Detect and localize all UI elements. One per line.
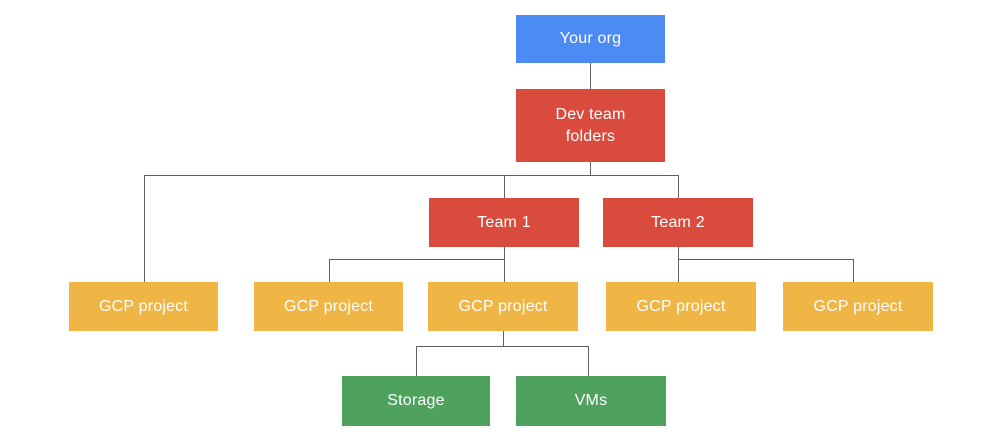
node-gcp-project-3: GCP project xyxy=(428,282,578,331)
node-storage: Storage xyxy=(342,376,490,426)
node-gcp-project-2: GCP project xyxy=(254,282,403,331)
node-dev-team-folders: Dev team folders xyxy=(516,89,665,162)
node-your-org: Your org xyxy=(516,15,665,63)
node-gcp-project-1: GCP project xyxy=(69,282,218,331)
node-label: GCP project xyxy=(458,297,548,315)
node-label: GCP project xyxy=(813,297,903,315)
node-gcp-project-4: GCP project xyxy=(606,282,756,331)
node-label: Team 1 xyxy=(477,213,531,231)
node-label: GCP project xyxy=(98,297,189,315)
node-label: GCP project xyxy=(636,297,726,315)
node-vms: VMs xyxy=(516,376,666,426)
node-label: Your org xyxy=(559,30,622,47)
node-label: Dev team folders xyxy=(555,105,626,145)
node-label: Storage xyxy=(387,392,445,409)
node-label: Team 2 xyxy=(651,213,705,231)
node-gcp-project-5: GCP project xyxy=(783,282,933,331)
node-team-1: Team 1 xyxy=(429,198,579,247)
node-label: VMs xyxy=(574,392,608,409)
node-team-2: Team 2 xyxy=(603,198,753,247)
node-label: GCP project xyxy=(283,297,374,315)
